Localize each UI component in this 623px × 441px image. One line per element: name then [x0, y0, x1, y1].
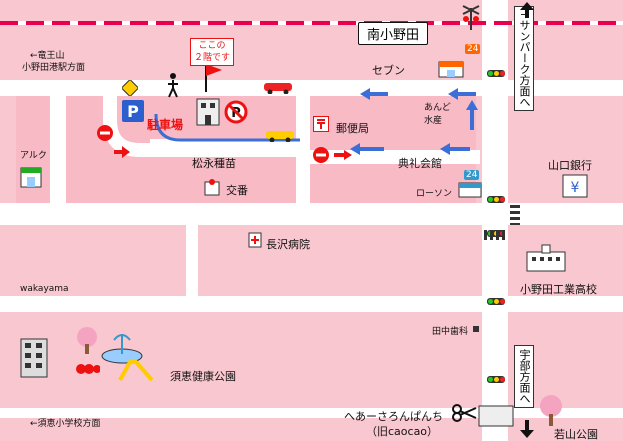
flag-icon — [205, 64, 222, 92]
place-heasaron-1: へあーさろんぱんち — [344, 410, 443, 423]
road-wakayama — [0, 296, 623, 312]
direction-sunbarc: ↑サンパーク方面へ — [514, 6, 534, 112]
road-mid-v — [296, 94, 310, 204]
arrow-left-icon — [360, 88, 388, 100]
place-arc: アルク — [20, 151, 47, 161]
svg-text:¥: ¥ — [571, 180, 580, 196]
place-wakayama: wakayama — [20, 284, 69, 294]
road-sunbarc — [482, 0, 508, 441]
place-post: 郵便局 — [336, 122, 369, 135]
arrow-up-icon — [520, 2, 534, 18]
lawson-24-badge: 24 — [464, 170, 480, 180]
police-box-icon — [204, 179, 220, 196]
place-onoda-kogyo: 小野田工業高校 — [520, 283, 597, 296]
direction-onoda-port: 小野田港駅方面 — [22, 63, 86, 73]
railway-crossing-icon — [462, 5, 480, 30]
scissors-icon — [452, 404, 477, 422]
place-ando-suisan-2: 水産 — [424, 116, 443, 126]
pedestrian-icon — [168, 73, 178, 98]
no-entry-icon — [97, 125, 113, 141]
warning-sign-icon — [122, 80, 138, 96]
arrow-left-icon — [350, 143, 384, 155]
parking-p-icon: P — [122, 100, 144, 122]
cherry-tree-icon — [77, 327, 97, 354]
cherry-tree-icon — [540, 395, 562, 426]
place-yamaguchi-bank: 山口銀行 — [548, 159, 592, 172]
convenience-store-icon — [458, 182, 482, 198]
road-main-horizontal — [0, 203, 623, 225]
svg-text:P: P — [127, 102, 139, 121]
building-apartment-icon — [20, 338, 48, 378]
direction-ube: 宇部方面へ — [514, 345, 534, 408]
traffic-signal-icon — [487, 298, 505, 305]
road-sue-v — [186, 225, 198, 305]
direction-sue-school: ←須恵小学校方面 — [30, 419, 101, 429]
railway — [0, 21, 623, 25]
place-seven: セブン — [372, 64, 405, 77]
shop-icon — [20, 167, 42, 188]
hospital-icon — [248, 232, 262, 248]
callout-line-1: ここの — [198, 41, 226, 51]
car-red-icon — [264, 83, 292, 94]
arrow-left-icon — [448, 88, 476, 100]
building-icon — [196, 98, 220, 126]
traffic-signal-icon — [487, 196, 505, 203]
car-yellow-icon — [266, 131, 294, 142]
post-office-icon — [313, 116, 329, 132]
flower-bed-icon — [76, 364, 100, 374]
road-bottom — [0, 408, 623, 418]
direction-ryuouzan: ←竜王山 — [30, 51, 65, 61]
fountain-icon — [101, 334, 143, 364]
parking-label: 駐車場 — [147, 118, 184, 132]
place-lawson: ローソン — [416, 189, 453, 199]
place-koban: 交番 — [226, 184, 248, 197]
no-parking-icon: P — [224, 100, 248, 124]
arrow-right-red-icon — [114, 146, 130, 158]
slide-icon — [118, 360, 154, 382]
place-tanaka-dental: 田中歯科 — [432, 327, 469, 337]
traffic-signal-icon — [487, 70, 505, 77]
place-nagasawa: 長沢病院 — [266, 238, 310, 251]
crosswalk — [484, 230, 505, 240]
bank-icon: ¥ — [562, 174, 588, 198]
arrow-up-blue-icon — [466, 100, 478, 130]
place-sue-park: 須恵健康公園 — [170, 370, 236, 383]
school-icon — [526, 244, 566, 272]
road-left-v — [50, 80, 66, 210]
callout-line-2: ２階です — [194, 53, 231, 63]
place-heasaron-2: （旧caocao） — [366, 425, 439, 438]
arrow-left-icon — [440, 143, 470, 155]
station-label: 南小野田 — [358, 22, 429, 45]
place-matsunaga: 松永種苗 — [192, 157, 236, 170]
arrow-right-red-icon — [334, 150, 352, 160]
place-wakayama-park: 若山公園 — [554, 428, 598, 441]
parking-ramp — [103, 90, 300, 157]
arrow-down-icon — [520, 420, 534, 438]
no-entry-icon — [313, 147, 329, 163]
seven-24-badge: 24 — [465, 44, 481, 54]
dental-marker — [473, 326, 479, 332]
traffic-signal-icon — [487, 376, 505, 383]
place-ando-suisan-1: あんど — [424, 103, 451, 113]
floor-callout: ここの ２階です — [190, 38, 235, 66]
convenience-store-icon — [438, 61, 464, 78]
crosswalk — [510, 205, 520, 225]
place-tenreikaikan: 典礼会館 — [398, 157, 442, 170]
salon-building-icon — [478, 405, 514, 427]
